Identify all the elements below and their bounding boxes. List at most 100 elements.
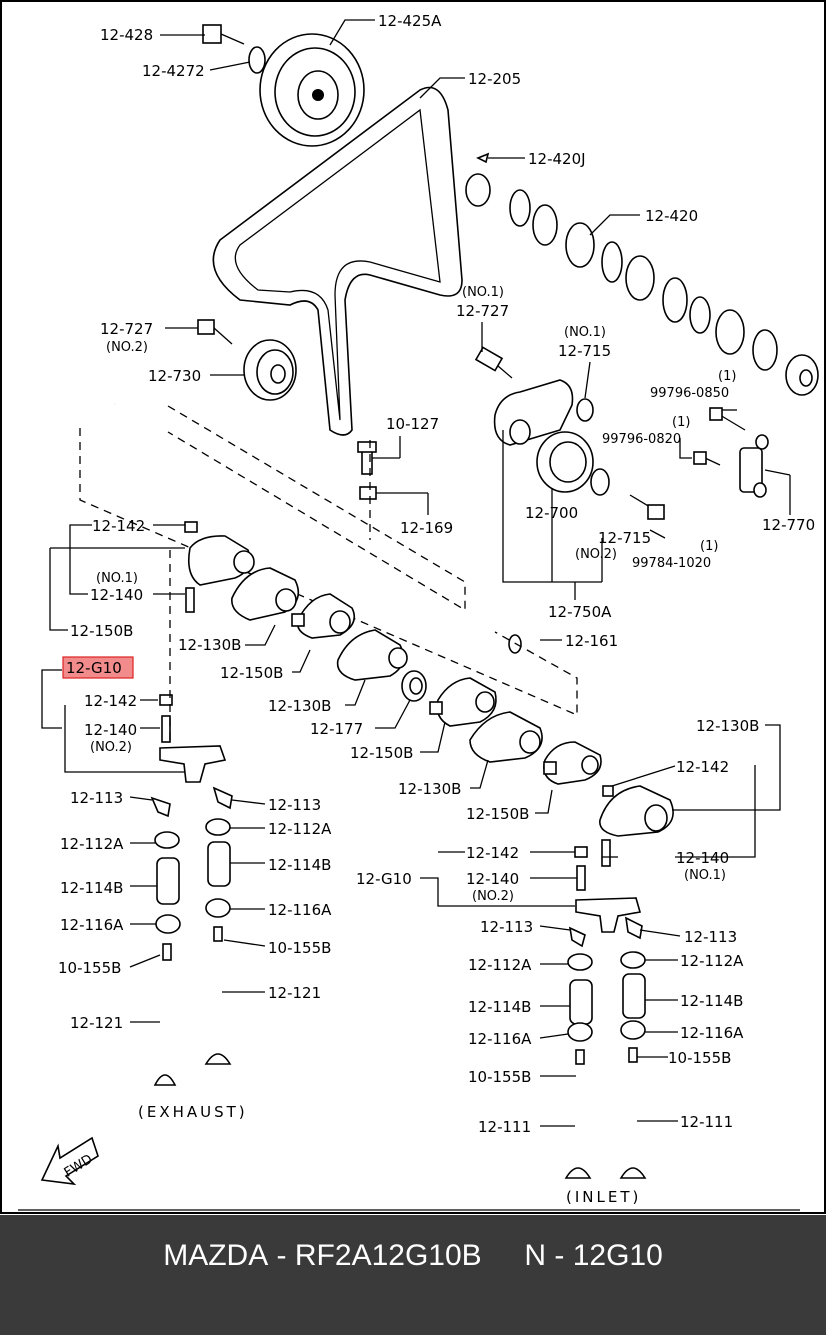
ref-code: 12G10 bbox=[572, 1239, 663, 1272]
part-label: 12-140 bbox=[676, 849, 729, 867]
part-label: (1) bbox=[672, 415, 690, 430]
timing-belt-inner bbox=[234, 108, 441, 421]
tensioner-spring bbox=[739, 434, 769, 498]
part-label: 12-420 bbox=[645, 207, 698, 225]
part-label: 12-428 bbox=[100, 26, 153, 44]
exhaust-valve-train-left bbox=[150, 796, 181, 1086]
part-label: 12-116A bbox=[468, 1030, 532, 1048]
part-label: 12-177 bbox=[310, 720, 363, 738]
part-label: 12-130B bbox=[178, 636, 241, 654]
part-label: 12-150B bbox=[220, 664, 283, 682]
part-labels: 12-428 12-4272 12-425A 12-205 12-420J 12… bbox=[58, 12, 815, 1136]
part-label: 12-113 bbox=[684, 928, 737, 946]
part-label: 12-142 bbox=[92, 517, 145, 535]
part-label: 12-150B bbox=[70, 622, 133, 640]
part-label: 12-425A bbox=[378, 12, 442, 30]
part-label: (NO.2) bbox=[575, 547, 617, 562]
parts-diagram: 12-428 12-4272 12-425A 12-205 12-420J 12… bbox=[0, 0, 826, 1215]
camshaft bbox=[465, 173, 819, 396]
small-bolts bbox=[357, 407, 746, 520]
part-label: 12-700 bbox=[525, 504, 578, 522]
cam-key bbox=[476, 152, 490, 164]
adjust-screws bbox=[184, 521, 614, 797]
part-label: (1) bbox=[718, 369, 736, 384]
part-label: 99784-1020 bbox=[632, 556, 711, 571]
exhaust-valve-train-right bbox=[204, 786, 233, 1065]
part-label: 12-770 bbox=[762, 516, 815, 534]
part-label: 12-140 bbox=[466, 870, 519, 888]
part-label: (NO.1) bbox=[96, 571, 138, 586]
part-label: 12-116A bbox=[60, 916, 124, 934]
part-label: 12-142 bbox=[676, 758, 729, 776]
rocker-arms bbox=[187, 535, 674, 837]
part-label: 12-130B bbox=[268, 697, 331, 715]
footer-text: MAZDA - RF2A12G10B N - 12G10 bbox=[0, 1239, 826, 1273]
diagram-svg: 12-428 12-4272 12-425A 12-205 12-420J 12… bbox=[0, 0, 826, 1214]
part-label: 12-121 bbox=[268, 984, 321, 1002]
timing-belt bbox=[212, 86, 463, 436]
tensioner-assembly bbox=[493, 379, 610, 496]
part-label: 12-161 bbox=[565, 632, 618, 650]
highlight-box bbox=[62, 656, 134, 679]
part-label: 12-114B bbox=[680, 992, 743, 1010]
part-label: 12-111 bbox=[478, 1118, 531, 1136]
part-label: 12-730 bbox=[148, 367, 201, 385]
part-label: 10-127 bbox=[386, 415, 439, 433]
part-label: 12-112A bbox=[60, 835, 124, 853]
part-label: 12-114B bbox=[468, 998, 531, 1016]
part-label: 12-150B bbox=[466, 805, 529, 823]
idler-pulley bbox=[243, 339, 297, 401]
part-label: 12-205 bbox=[468, 70, 521, 88]
part-label: 12-4272 bbox=[142, 62, 205, 80]
rocker-shaft bbox=[111, 397, 522, 654]
part-label: (1) bbox=[700, 539, 718, 554]
inlet-valve-train-left bbox=[564, 926, 593, 1179]
valve-bridge-exhaust bbox=[159, 694, 227, 783]
part-label: 12-727 bbox=[456, 302, 509, 320]
fwd-arrow-icon: FWD bbox=[40, 1136, 99, 1186]
part-label: (NO.2) bbox=[90, 740, 132, 755]
part-label: 10-155B bbox=[268, 939, 331, 957]
part-label: 12-114B bbox=[268, 856, 331, 874]
part-label: 12-140 bbox=[90, 586, 143, 604]
n-label: N bbox=[524, 1239, 547, 1272]
part-label: 10-155B bbox=[58, 959, 121, 977]
part-label: 12-G10 bbox=[356, 870, 412, 888]
part-label: 10-155B bbox=[468, 1068, 531, 1086]
dashed-guide-1 bbox=[167, 405, 466, 612]
exhaust-caption: (EXHAUST) bbox=[138, 1103, 248, 1121]
timing-pulley bbox=[259, 33, 365, 147]
part-label: 12-727 bbox=[100, 320, 153, 338]
part-label: 12-116A bbox=[680, 1024, 744, 1042]
part-label: 12-130B bbox=[398, 780, 461, 798]
part-label: 12-114B bbox=[60, 879, 123, 897]
part-label: 12-420J bbox=[528, 150, 586, 168]
part-label: 99796-0850 bbox=[650, 386, 729, 401]
part-label: 12-715 bbox=[598, 529, 651, 547]
part-label: (NO.1) bbox=[564, 325, 606, 340]
inlet-valve-train-right bbox=[619, 916, 647, 1179]
part-label: 12-150B bbox=[350, 744, 413, 762]
pulley-bolt bbox=[202, 24, 266, 74]
part-label: (NO.2) bbox=[106, 340, 148, 355]
part-label: 12-142 bbox=[466, 844, 519, 862]
footer-bar: MAZDA - RF2A12G10B N - 12G10 bbox=[0, 1215, 826, 1335]
part-label: 10-155B bbox=[668, 1049, 731, 1067]
part-label: 12-121 bbox=[70, 1014, 123, 1032]
part-label: 12-113 bbox=[480, 918, 533, 936]
separator: - bbox=[276, 1239, 287, 1272]
part-label: 99796-0820 bbox=[602, 432, 681, 447]
valve-bridge-inlet bbox=[574, 839, 642, 933]
diagram-frame bbox=[0, 0, 826, 1214]
inlet-caption: (INLET) bbox=[566, 1188, 641, 1206]
tensioner-stud bbox=[474, 346, 513, 379]
part-label: (NO.2) bbox=[472, 889, 514, 904]
part-number: RF2A12G10B bbox=[294, 1239, 482, 1272]
part-label: 12-116A bbox=[268, 901, 332, 919]
part-label: 12-142 bbox=[84, 692, 137, 710]
part-label: 12-112A bbox=[680, 952, 744, 970]
part-label: 12-112A bbox=[468, 956, 532, 974]
part-label: 12-130B bbox=[696, 717, 759, 735]
part-label: 12-140 bbox=[84, 721, 137, 739]
leader-lines bbox=[41, 19, 791, 1127]
